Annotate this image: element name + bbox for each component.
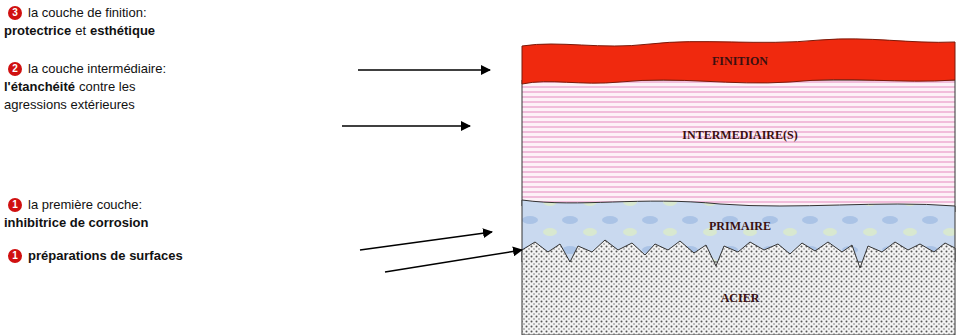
key-term: inhibitrice de corrosion [4, 215, 148, 230]
annotation-text: la première couche: [28, 197, 142, 212]
annotation-text: la couche intermédiaire: [28, 61, 166, 76]
annotation-line: préparations de surfaces [28, 248, 183, 264]
key-term: préparations de surfaces [28, 248, 183, 263]
layer-name: ACIER [721, 291, 760, 306]
intermediate-layer: INTERMEDIAIRE(S) [560, 110, 920, 160]
annotation-line: l'étanchéité contre les [4, 79, 135, 95]
annotation-text: et [75, 23, 86, 38]
key-term: protectrice [4, 23, 71, 38]
key-term: l'étanchéité [4, 79, 75, 94]
annotation-text: contre les [79, 79, 135, 94]
steel-substrate: ACIER [560, 280, 920, 316]
layer-name: PRIMAIRE [709, 219, 771, 234]
key-term: esthétique [90, 23, 155, 38]
finish-layer: FINITION [560, 46, 920, 76]
annotation-line: la première couche: [28, 197, 142, 213]
annotation-text: la couche de finition: [28, 5, 147, 20]
annotation-line: protectrice et esthétique [4, 23, 155, 39]
annotation-line: la couche de finition: [28, 5, 147, 21]
annotation-line: agressions extérieures [4, 97, 135, 113]
layer-name: FINITION [712, 54, 768, 69]
layer-name: INTERMEDIAIRE(S) [682, 128, 797, 143]
callout-number: 2 [8, 62, 22, 76]
primer-layer: PRIMAIRE [560, 212, 920, 240]
callout-number: 1 [8, 198, 22, 212]
annotation-line: inhibitrice de corrosion [4, 215, 148, 231]
annotation-line: la couche intermédiaire: [28, 61, 166, 77]
callout-number: 3 [8, 6, 22, 20]
callout-number: 1 [8, 249, 22, 263]
annotation-text: agressions extérieures [4, 97, 135, 112]
